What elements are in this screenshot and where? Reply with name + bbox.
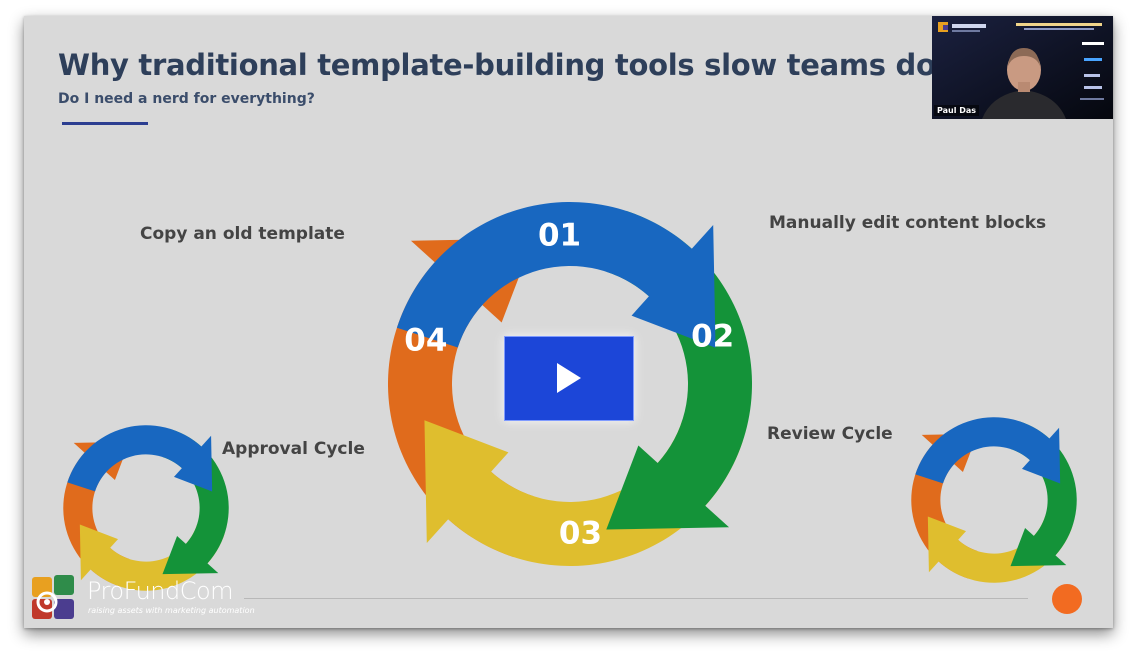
small-right-arrow-01 <box>915 417 1061 484</box>
step-number-01: 01 <box>538 217 581 253</box>
footer-divider <box>244 598 1028 599</box>
video-play-button[interactable] <box>504 336 634 421</box>
step-label-review-cycle: Review Cycle <box>767 424 893 444</box>
logo-tagline: raising assets with marketing automation <box>88 606 255 615</box>
cycle-diagram: 01 02 03 04 <box>387 202 752 566</box>
small-cycle-right <box>911 417 1077 583</box>
cycle-arrows: 01 02 03 04 <box>387 202 752 566</box>
step-label-approval-cycle: Approval Cycle <box>222 439 365 459</box>
webcam-feed: Paul Das <box>932 16 1113 119</box>
step-number-02: 02 <box>691 319 734 355</box>
play-icon <box>557 363 581 393</box>
slide-subtitle: Do I need a nerd for everything? <box>58 91 315 107</box>
step-number-03: 03 <box>559 516 602 552</box>
step-label-edit-blocks: Manually edit content blocks <box>769 213 1047 233</box>
profundcom-logo: ProFundCom raising assets with marketing… <box>30 575 260 625</box>
presenter-name: Paul Das <box>934 105 980 116</box>
logo-mark-icon <box>32 575 74 619</box>
webcam-video <box>932 16 1113 119</box>
cycle-arrow-01 <box>396 202 716 348</box>
slide-title: Why traditional template-building tools … <box>58 48 983 82</box>
small-left-arrow-01 <box>67 425 213 492</box>
presentation-slide: Why traditional template-building tools … <box>24 16 1113 628</box>
logo-name: ProFundCom <box>87 577 234 605</box>
accent-dot <box>1052 584 1082 614</box>
step-number-04: 04 <box>404 323 447 359</box>
title-underline <box>62 122 148 125</box>
small-cycle-left <box>63 425 229 591</box>
step-label-copy-template: Copy an old template <box>140 224 345 244</box>
